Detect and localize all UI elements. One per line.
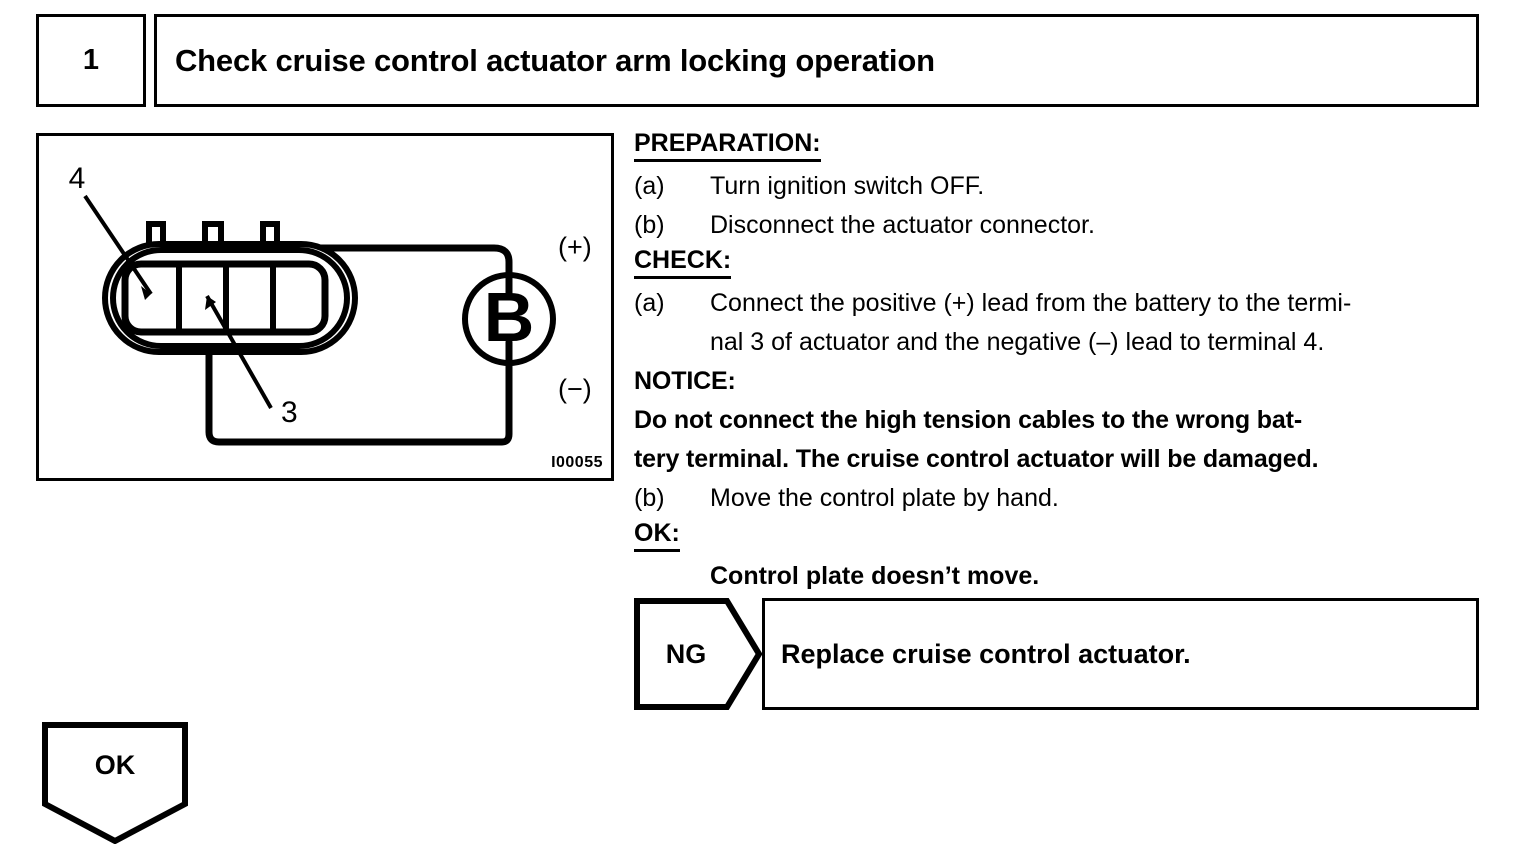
check-heading-row: CHECK:: [634, 245, 1494, 284]
ng-action-box: Replace cruise control actuator.: [762, 598, 1479, 710]
ok-result-text: Control plate doesn’t move.: [710, 562, 1040, 590]
preparation-item-b: (b) Disconnect the actuator connector.: [634, 206, 1494, 245]
notice-line-1: Do not connect the high tension cables t…: [634, 406, 1302, 434]
ng-branch: NG Replace cruise control actuator.: [634, 598, 1479, 710]
callout-4: 4: [69, 162, 86, 195]
figure-code: I00055: [551, 454, 603, 471]
step-number: 1: [82, 44, 100, 76]
preparation-heading-row: PREPARATION:: [634, 128, 1494, 167]
procedure-text-column: PREPARATION: (a) Turn ignition switch OF…: [634, 128, 1494, 596]
ng-tag-label: NG: [665, 638, 707, 669]
step-number-cell: 1: [36, 14, 146, 107]
preparation-item-b-text: Disconnect the actuator connector.: [710, 211, 1095, 239]
notice-line-2: tery terminal. The cruise control actuat…: [634, 445, 1319, 473]
preparation-item-a-label: (a): [634, 172, 665, 200]
ng-action-text: Replace cruise control actuator.: [781, 638, 1191, 669]
preparation-heading: PREPARATION:: [634, 128, 821, 162]
ng-tag: NG: [634, 598, 762, 710]
preparation-item-a: (a) Turn ignition switch OFF.: [634, 167, 1494, 206]
check-heading: CHECK:: [634, 245, 732, 279]
battery-symbol-letter: B: [484, 278, 535, 356]
check-item-a-line1: Connect the positive (+) lead from the b…: [710, 289, 1352, 317]
ok-pentagon-label: OK: [94, 749, 136, 780]
step-title-cell: Check cruise control actuator arm lockin…: [154, 14, 1479, 107]
check-item-b-text: Move the control plate by hand.: [710, 484, 1059, 512]
check-item-b: (b) Move the control plate by hand.: [634, 479, 1494, 518]
notice-heading: NOTICE:: [634, 367, 736, 395]
preparation-item-a-text: Turn ignition switch OFF.: [710, 172, 985, 200]
negative-terminal-label: (−): [558, 374, 592, 404]
check-item-b-label: (b): [634, 484, 665, 512]
step-header: 1 Check cruise control actuator arm lock…: [36, 14, 1479, 107]
figure-panel: B (+) (−) 4 3 I00055: [36, 133, 614, 481]
notice-heading-row: NOTICE:: [634, 362, 1494, 401]
ok-pentagon: OK: [42, 722, 188, 844]
ng-arrow-shape: [634, 598, 762, 710]
ok-pentagon-shape: [42, 722, 188, 844]
check-item-a-label: (a): [634, 289, 665, 317]
callout-3: 3: [281, 396, 298, 429]
check-item-a: (a) Connect the positive (+) lead from t…: [634, 284, 1494, 323]
step-title: Check cruise control actuator arm lockin…: [175, 42, 935, 78]
ok-heading: OK:: [634, 518, 680, 552]
ok-heading-row: OK:: [634, 518, 1494, 557]
positive-terminal-label: (+): [558, 232, 592, 262]
preparation-item-b-label: (b): [634, 211, 665, 239]
actuator-connector-diagram: B (+) (−) 4 3: [69, 162, 592, 446]
check-item-a-line2: nal 3 of actuator and the negative (–) l…: [710, 328, 1325, 356]
